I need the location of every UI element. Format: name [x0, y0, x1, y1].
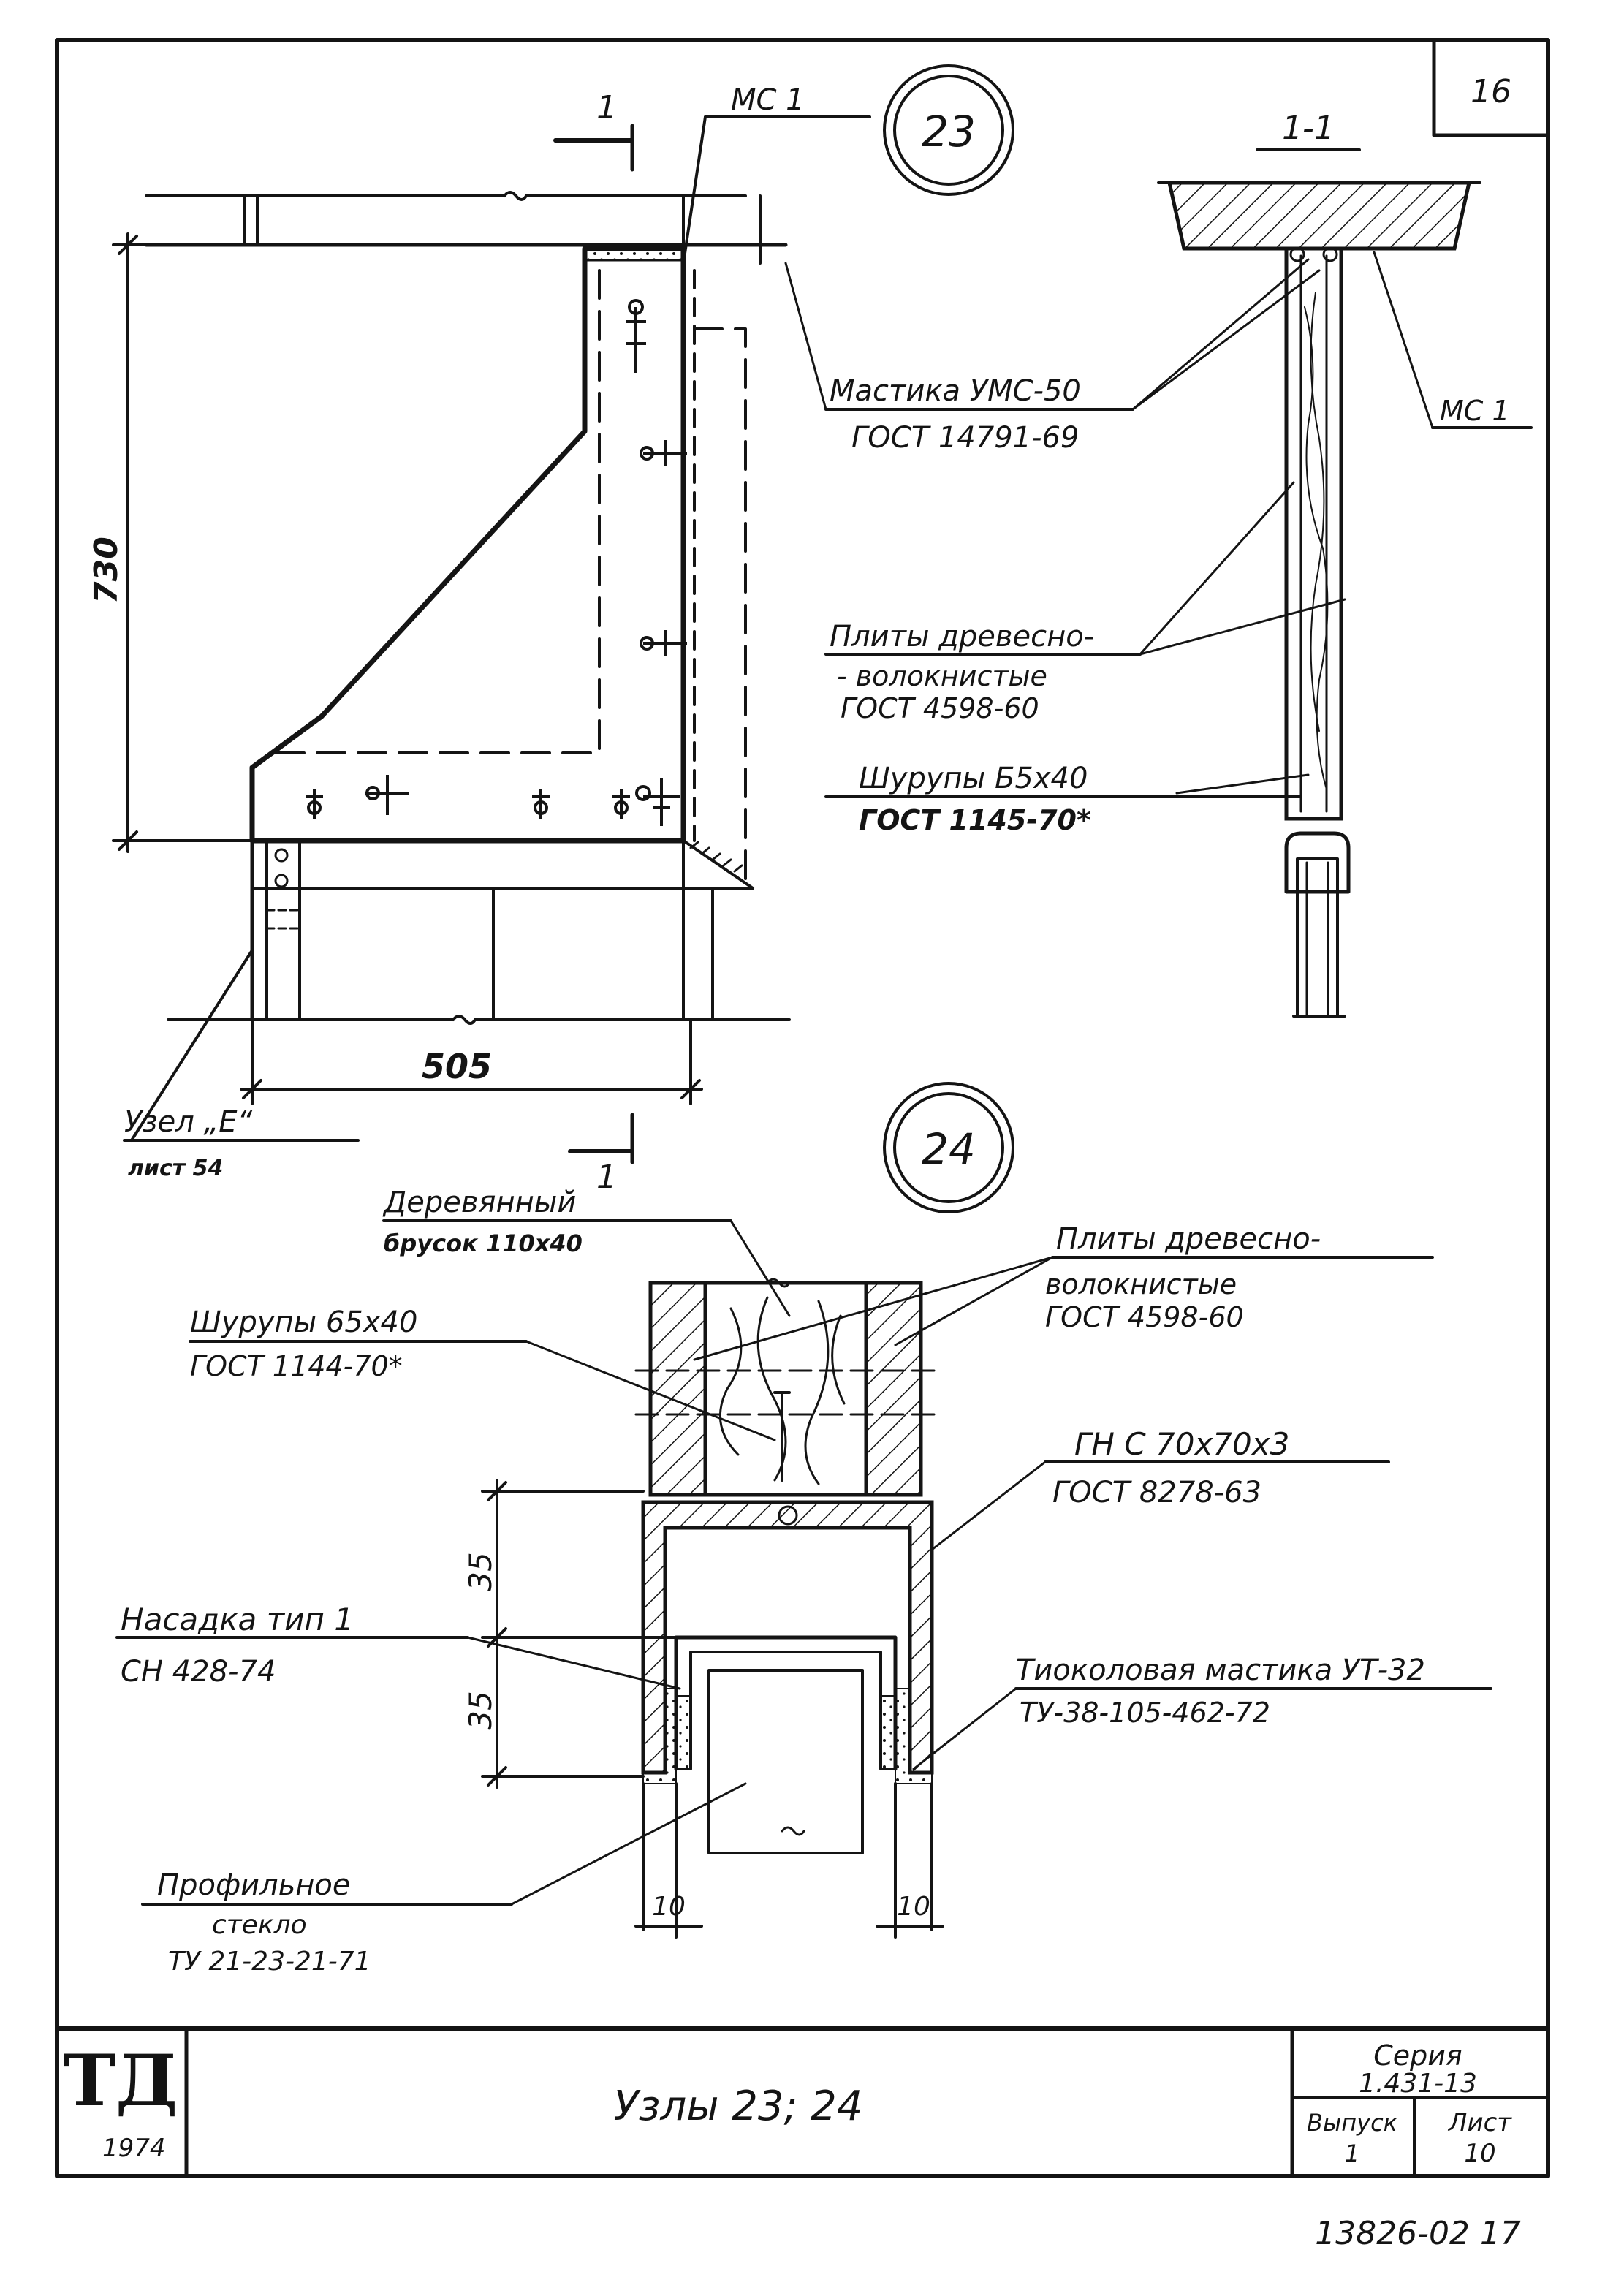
mastic-line1: Мастика УМС-50: [830, 374, 1081, 408]
drawing-title: Узлы 23; 24: [614, 2083, 863, 2130]
mc1-label-top: МС 1: [731, 83, 805, 117]
plates23-line1: Плиты древесно-: [830, 620, 1094, 653]
node-24-label: 24: [922, 1124, 976, 1174]
nozzle-line2: СН 428-74: [121, 1655, 276, 1689]
node-23-drawing: 23 1 МС 1: [88, 64, 1346, 1196]
issue-value: 1: [1345, 2140, 1359, 2167]
screws24-line1: Шурупы 65х40: [190, 1306, 417, 1339]
plates24-line2: волокнистые: [1045, 1268, 1237, 1300]
node-24-drawing: 24 35 35: [115, 1082, 1492, 1977]
fiberboard-right: [864, 1281, 923, 1497]
sheet-label: Лист: [1447, 2108, 1512, 2137]
screws23-line2: ГОСТ 1145-70*: [859, 804, 1091, 836]
screws24-line2: ГОСТ 1144-70*: [190, 1350, 403, 1382]
section-mark-top: 1: [596, 89, 617, 126]
thiokol-line2: ТУ-38-105-462-72: [1020, 1697, 1270, 1729]
node-23-circle-inner: [893, 75, 1004, 186]
archive-stamp: 13826-02 17: [1315, 2215, 1521, 2252]
dim-505: 505: [422, 1047, 492, 1086]
wood-bar: [703, 1281, 868, 1497]
dim-730: 730: [88, 537, 125, 604]
glass-line3: ТУ 21-23-21-71: [168, 1947, 371, 1977]
sheet-frame: [55, 38, 1550, 2178]
wood-bar-line1: Деревянный: [382, 1186, 576, 1219]
gnc-line2: ГОСТ 8278-63: [1052, 1476, 1261, 1509]
fiberboard-left: [648, 1281, 707, 1497]
section-1-1-label: 1-1: [1282, 110, 1335, 147]
glass-line1: Профильное: [157, 1868, 351, 1902]
mc1-label-right: МС 1: [1440, 395, 1510, 427]
sheet-number-box: 16: [1432, 38, 1550, 137]
section-panel: [1284, 246, 1343, 821]
section-mark-bottom: 1: [596, 1159, 617, 1196]
plates23-line3: ГОСТ 4598-60: [841, 692, 1039, 724]
title-block: ТД 1974 Узлы 23; 24 Серия 1.431-13 Выпус…: [55, 2026, 1550, 2178]
uzel-ref-line2: лист 54: [128, 1156, 223, 1181]
mastic-line2: ГОСТ 14791-69: [851, 421, 1079, 455]
nozzle-line1: Насадка тип 1: [121, 1602, 354, 1637]
title-year: 1974: [102, 2134, 166, 2163]
node-24-circle-inner: [893, 1092, 1004, 1203]
plates23-line2: - волокнистые: [837, 660, 1047, 692]
dim-10-right: 10: [897, 1892, 930, 1922]
dim-10-left: 10: [652, 1892, 686, 1922]
node-23-circle-outer: [883, 64, 1014, 196]
thiokol-line1: Тиоколовая мастика УТ-32: [1016, 1653, 1425, 1687]
plates24-line3: ГОСТ 4598-60: [1045, 1301, 1244, 1333]
logo-td: ТД: [64, 2039, 178, 2122]
screw-marks: [306, 299, 687, 826]
mastic-strip: [583, 247, 685, 262]
issue-label: Выпуск: [1307, 2109, 1398, 2137]
series-value: 1.431-13: [1359, 2069, 1477, 2099]
plates24-line1: Плиты древесно-: [1056, 1222, 1321, 1256]
gnc-line1: ГН С 70х70х3: [1074, 1426, 1289, 1462]
screws23-line1: Шурупы Б5х40: [859, 762, 1088, 795]
sheet-number: 16: [1471, 73, 1511, 110]
node-23-label: 23: [922, 107, 976, 156]
wood-bar-line2: брусок 110х40: [384, 1230, 583, 1257]
profile-glass: [707, 1669, 864, 1854]
concrete-slab: [1166, 181, 1472, 251]
node-24-circle-outer: [883, 1082, 1014, 1213]
series-label: Серия: [1373, 2039, 1462, 2072]
uzel-ref-line1: Узел „Е“: [124, 1105, 253, 1139]
sheet-value: 10: [1464, 2139, 1495, 2168]
dim-35-top: 35: [463, 1552, 498, 1591]
glass-line2: стекло: [212, 1910, 307, 1940]
dim-35-bottom: 35: [463, 1691, 498, 1729]
slab-outline: [249, 246, 686, 844]
section-1-1-drawing: 1-1 МС 1: [1157, 110, 1533, 1018]
